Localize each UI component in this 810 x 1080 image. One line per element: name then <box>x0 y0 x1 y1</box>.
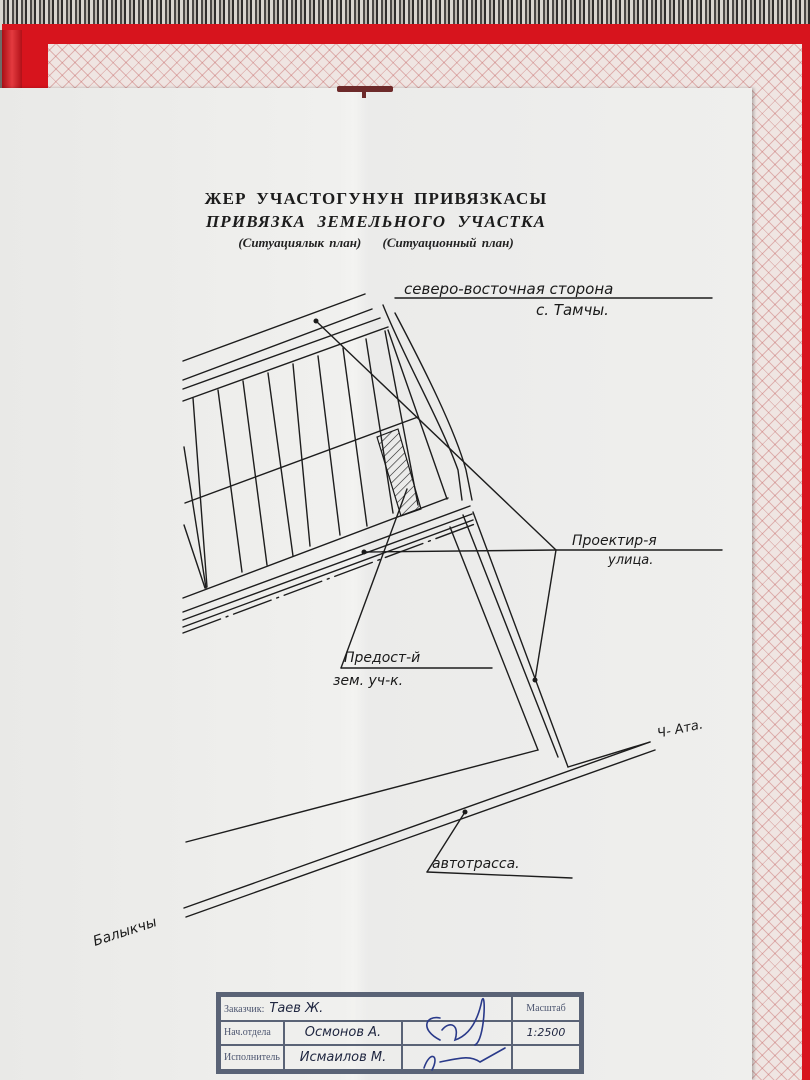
folder-edge <box>2 30 22 90</box>
title-kyrgyz: ЖЕР УЧАСТОГУНУН ПРИВЯЗКАСЫ <box>204 189 548 208</box>
label-street: улица. <box>608 553 654 568</box>
signature-cell-2 <box>401 1044 513 1071</box>
label-land-parcel: зем. уч-к. <box>333 673 404 689</box>
label-projected-street: Проектир-я <box>572 533 657 549</box>
empty-cell <box>511 1044 581 1071</box>
executor-value: Исмаилов М. <box>283 1044 403 1071</box>
label-location: северо-восточная сторона <box>404 280 614 298</box>
customer-cell: Заказчик: Таев Ж. <box>219 995 513 1022</box>
scale-value: 1:2500 <box>511 1019 581 1047</box>
dept-head-label: Нач.отдела <box>219 1019 285 1047</box>
title-russian: ПРИВЯЗКА ЗЕМЕЛЬНОГО УЧАСТКА <box>205 212 547 231</box>
executor-label: Исполнитель <box>219 1044 285 1071</box>
selected-plot-hatch <box>376 428 422 517</box>
signature-cell-1 <box>401 1019 513 1047</box>
label-highway: автотрасса. <box>432 856 520 872</box>
scale-label: Масштаб <box>511 995 581 1022</box>
label-village: с. Тамчы. <box>536 301 609 319</box>
dept-head-value: Осмонов А. <box>283 1019 403 1047</box>
customer-value: Таев Ж. <box>269 1000 324 1016</box>
paper-clip-stem <box>362 86 366 98</box>
subtitle-russian: (Ситуационный план) <box>382 235 514 250</box>
subtitle: (Ситуациялык план) (Ситуационный план) <box>0 235 752 251</box>
label-provided-plot: Предост-й <box>344 650 421 666</box>
document-sheet <box>0 88 752 1080</box>
subtitle-kyrgyz: (Ситуациялык план) <box>238 235 362 250</box>
title-block-stamp: Заказчик: Таев Ж. Масштаб Нач.отдела Осм… <box>216 992 584 1074</box>
customer-label: Заказчик: <box>224 1003 265 1015</box>
